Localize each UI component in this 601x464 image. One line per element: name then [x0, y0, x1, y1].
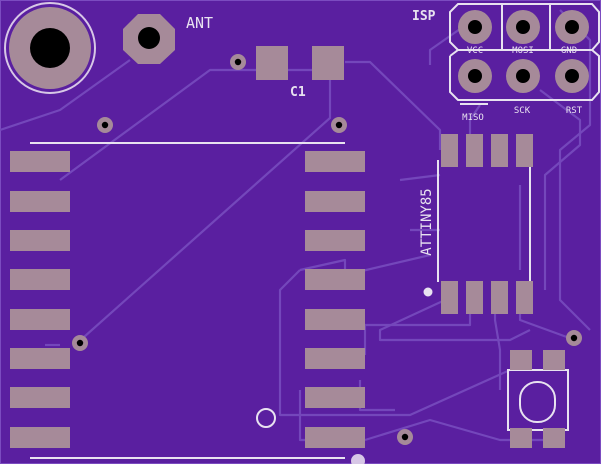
module-pad — [305, 191, 365, 212]
chip-pin1-dot — [423, 287, 433, 297]
button-pad — [543, 428, 565, 448]
isp-pin — [458, 59, 492, 93]
button-outline — [507, 369, 569, 431]
module-pad — [305, 269, 365, 290]
trace — [299, 253, 431, 277]
ant-label: ANT — [186, 14, 213, 32]
chip-pad — [491, 134, 508, 167]
gnd-label: GND — [561, 46, 577, 56]
module-pad — [10, 230, 70, 251]
trace — [278, 269, 511, 417]
isp-pin — [458, 10, 492, 44]
chip-pad — [466, 134, 483, 167]
chip-pad — [441, 281, 458, 314]
trace — [399, 173, 441, 182]
module-pad — [10, 348, 70, 369]
isp-header — [449, 3, 600, 101]
isp-pin — [506, 10, 540, 44]
vias — [72, 54, 582, 464]
trace — [0, 59, 131, 132]
pushbutton — [510, 350, 565, 448]
chip-pad — [516, 134, 533, 167]
mosi-label: MOSI — [512, 46, 534, 56]
via — [566, 330, 582, 346]
module-pad — [305, 387, 365, 408]
antenna-pad — [123, 14, 175, 64]
button-pad — [510, 428, 532, 448]
trace — [345, 60, 442, 150]
isp-pin — [506, 59, 540, 93]
module-pad — [305, 151, 365, 172]
button-actuator — [519, 381, 556, 423]
module-pad — [10, 151, 70, 172]
isp-pin — [555, 59, 589, 93]
sck-label: SCK — [514, 106, 531, 116]
module-pad — [10, 387, 70, 408]
trace — [74, 62, 332, 346]
trace — [378, 299, 531, 342]
rst-label: RST — [566, 106, 583, 116]
via — [397, 429, 413, 445]
isp-pin — [555, 10, 589, 44]
rf-module — [10, 151, 365, 448]
module-pad — [305, 348, 365, 369]
module-pad — [10, 427, 70, 448]
chip-pad — [441, 134, 458, 167]
chip-pad — [491, 281, 508, 314]
button-pad — [510, 350, 532, 370]
trace — [539, 89, 582, 290]
silkscreen — [30, 103, 569, 459]
mounting-hole — [4, 2, 96, 94]
module-pad — [10, 269, 70, 290]
isp-label: ISP — [412, 9, 436, 24]
capacitor-c1 — [256, 46, 344, 80]
via — [97, 117, 113, 133]
c1-label: C1 — [290, 85, 306, 100]
chip-pad — [516, 281, 533, 314]
fiducial-ring — [256, 408, 276, 428]
module-pad — [305, 230, 365, 251]
via — [351, 454, 365, 464]
miso-label: MISO — [462, 113, 484, 123]
attiny85 — [441, 134, 533, 314]
chip-pad — [466, 281, 483, 314]
module-pad — [305, 427, 365, 448]
module-pad — [305, 309, 365, 330]
vcc-label: VCC — [467, 46, 483, 56]
module-pad — [10, 309, 70, 330]
via — [230, 54, 246, 70]
module-pad — [10, 191, 70, 212]
via — [331, 117, 347, 133]
chip-label: ATTINY85 — [419, 188, 435, 255]
via — [72, 335, 88, 351]
button-pad — [543, 350, 565, 370]
